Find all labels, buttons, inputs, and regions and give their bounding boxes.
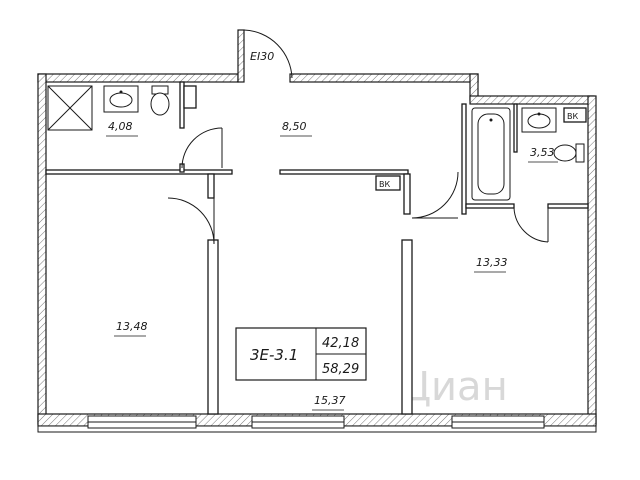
vk-label-wc: ВК: [567, 112, 578, 121]
bathroom-sink: [103, 85, 139, 113]
fixtures: [47, 85, 585, 201]
apartment-info-box: 3Е-3.1 42,18 58,29: [235, 327, 367, 381]
doors: [167, 29, 549, 245]
door-label: EI30: [250, 50, 274, 63]
wc-toilet: [575, 143, 585, 163]
apartment-total-area: 58,29: [322, 362, 359, 377]
apartment-living-area: 42,18: [322, 336, 359, 351]
room-area-bedroom-right: 13,33: [476, 256, 508, 269]
vk-label-hall: ВК: [379, 180, 390, 189]
room-area-wc: 3,53: [530, 146, 555, 159]
internal-walls: [45, 81, 589, 415]
room-area-bathroom: 4,08: [108, 120, 133, 133]
bathtub: [471, 107, 511, 201]
room-area-hall: 8,50: [282, 120, 307, 133]
room-area-bedroom-left: 13,48: [116, 320, 148, 333]
apartment-code: 3Е-3.1: [250, 346, 298, 364]
watermark-text: Циан: [400, 364, 508, 410]
room-area-living: 15,37: [314, 394, 346, 407]
labels: EI30 4,08 8,50 3,53 13,33 13,48 15,37 ВК…: [106, 50, 578, 411]
windows: [87, 415, 545, 429]
